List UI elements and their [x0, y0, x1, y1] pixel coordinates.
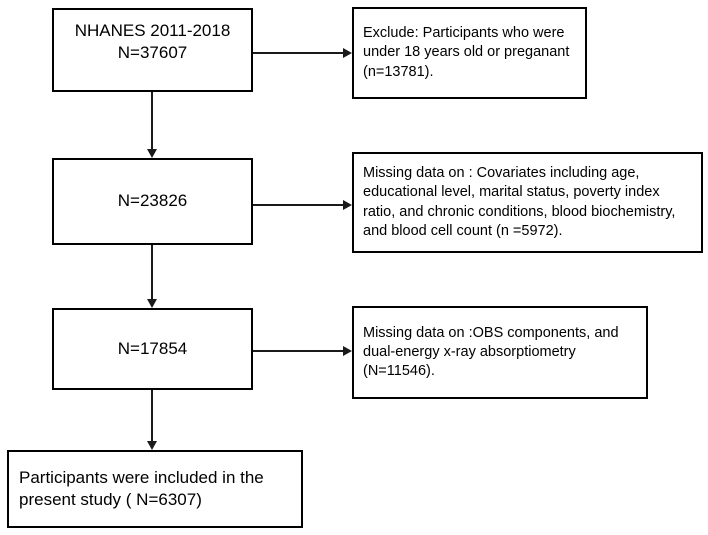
cohort-box-baseline: NHANES 2011-2018 N=37607 [52, 8, 253, 92]
cohort-box-after-age-pregnancy-exclusion-label: N=23826 [117, 191, 188, 211]
final-sample-box-label: Participants were included in the presen… [19, 467, 264, 509]
final-sample-box: Participants were included in the presen… [7, 450, 303, 528]
cohort-box-after-covariate-exclusion-label: N=17854 [117, 338, 188, 358]
exclusion-box-obs-dxa-label: Missing data on :OBS components, and dua… [363, 324, 619, 380]
exclusion-box-age-pregnancy-label: Exclude: Participants who were under 18 … [363, 25, 570, 80]
exclusion-box-age-pregnancy: Exclude: Participants who were under 18 … [352, 7, 587, 99]
arrowhead-exclusion2 [343, 346, 352, 356]
exclusion-box-obs-dxa: Missing data on :OBS components, and dua… [352, 306, 648, 399]
connector-cohort1-to-cohort2 [151, 245, 153, 299]
arrowhead-cohort1 [147, 149, 157, 158]
connector-cohort2-to-exclusion2 [253, 350, 343, 352]
arrowhead-exclusion1 [343, 200, 352, 210]
connector-cohort2-to-final [151, 390, 153, 441]
connector-cohort1-to-exclusion1 [253, 204, 343, 206]
exclusion-box-covariates-label: Missing data on : Covariates including a… [363, 165, 676, 239]
cohort-box-after-age-pregnancy-exclusion: N=23826 [52, 158, 253, 245]
connector-cohort0-to-cohort1 [151, 92, 153, 149]
arrowhead-cohort2 [147, 299, 157, 308]
exclusion-box-covariates: Missing data on : Covariates including a… [352, 152, 703, 253]
cohort-box-after-covariate-exclusion: N=17854 [52, 308, 253, 390]
cohort-box-baseline-label: NHANES 2011-2018 N=37607 [74, 20, 231, 62]
connector-cohort0-to-exclusion0 [253, 52, 343, 54]
arrowhead-final [147, 441, 157, 450]
arrowhead-exclusion0 [343, 48, 352, 58]
